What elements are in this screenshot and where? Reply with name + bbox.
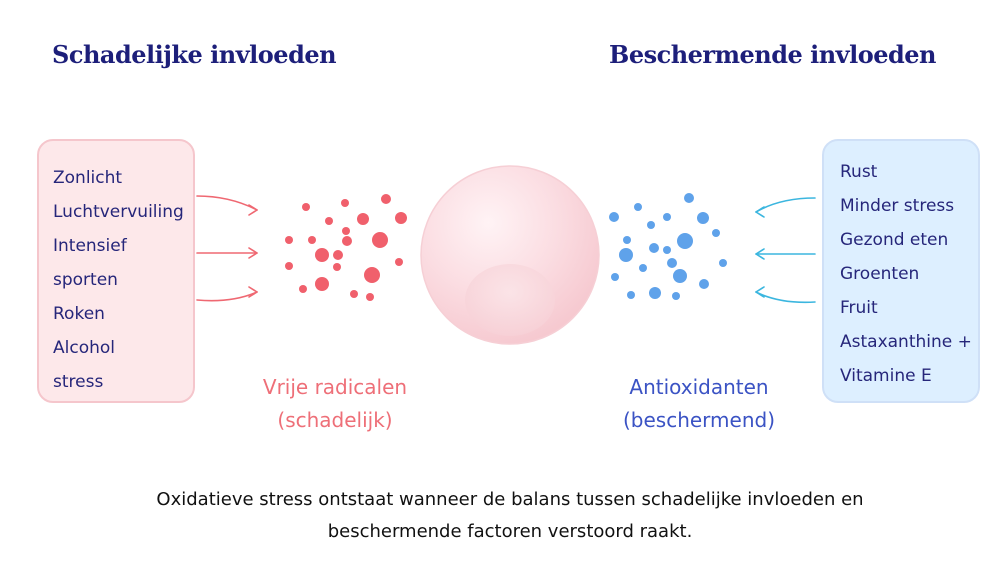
protective-heading: Beschermende invloeden <box>609 40 936 69</box>
harmful-factor: stress <box>53 372 104 392</box>
free-radical-particle <box>308 236 316 244</box>
antioxidants-label-line1: Antioxidanten <box>629 375 769 399</box>
harmful-factor: Alcohol <box>53 338 115 358</box>
free-radical-particle <box>342 236 352 246</box>
protective-arrow-icon <box>755 286 816 304</box>
protective-factor: Gezond eten <box>840 230 949 250</box>
antioxidant-particle <box>634 203 642 211</box>
free-radical-particle <box>381 194 391 204</box>
free-radical-particle <box>333 250 343 260</box>
antioxidant-particle <box>699 279 709 289</box>
protective-arrow-icon <box>755 248 816 260</box>
protective-factor: Groenten <box>840 264 920 284</box>
antioxidant-particle <box>611 273 619 281</box>
antioxidant-particle <box>684 193 694 203</box>
antioxidant-particle <box>649 243 659 253</box>
antioxidant-particle <box>649 287 661 299</box>
protective-factor: Minder stress <box>840 196 955 216</box>
harmful-arrow-icon <box>196 195 258 216</box>
antioxidant-particle <box>672 292 680 300</box>
caption-line1: Oxidatieve stress ontstaat wanneer de ba… <box>156 489 864 510</box>
free-radical-particle <box>395 258 403 266</box>
harmful-factor: sporten <box>53 270 118 290</box>
free-radical-particle <box>333 263 341 271</box>
harmful-arrow-icon <box>196 286 258 302</box>
antioxidant-particle <box>677 233 693 249</box>
free-radical-particle <box>299 285 307 293</box>
harmful-factor: Intensief <box>53 236 127 256</box>
protective-factor: Vitamine E <box>840 366 932 386</box>
free-radical-particle <box>325 217 333 225</box>
protective-factors-box: Rust Minder stress Gezond eten Groenten … <box>822 139 980 403</box>
free-radical-particle <box>357 213 369 225</box>
antioxidant-particle <box>627 291 635 299</box>
free-radicals-label-line1: Vrije radicalen <box>262 375 408 399</box>
harmful-factor: Roken <box>53 304 105 324</box>
antioxidant-particle <box>619 248 633 262</box>
harmful-heading: Schadelijke invloeden <box>52 40 337 69</box>
antioxidant-particle <box>609 212 619 222</box>
protective-factor: Fruit <box>840 298 878 318</box>
antioxidant-particle <box>719 259 727 267</box>
cell-icon <box>420 165 600 345</box>
free-radical-particle <box>342 227 350 235</box>
antioxidant-particle <box>673 269 687 283</box>
antioxidant-particle <box>639 264 647 272</box>
antioxidant-particle <box>663 213 671 221</box>
harmful-factor: Luchtvervuiling <box>53 202 184 222</box>
caption-line2: beschermende factoren verstoord raakt. <box>327 521 693 542</box>
free-radical-particle <box>315 248 329 262</box>
harmful-arrow-icon <box>196 247 258 259</box>
antioxidants-label-line2: (beschermend) <box>622 408 776 432</box>
harmful-factors-box: Zonlicht Luchtvervuiling Intensief sport… <box>37 139 195 403</box>
antioxidant-particle <box>623 236 631 244</box>
protective-factor: Rust <box>840 162 878 182</box>
harmful-factors-list: Zonlicht Luchtvervuiling Intensief sport… <box>53 161 193 399</box>
free-radical-particle <box>395 212 407 224</box>
harmful-factor: Zonlicht <box>53 168 123 188</box>
antioxidant-particle <box>647 221 655 229</box>
antioxidant-particle <box>667 258 677 268</box>
free-radical-particle <box>315 277 329 291</box>
free-radical-particle <box>366 293 374 301</box>
antioxidants-label: Antioxidanten (beschermend) <box>596 371 802 437</box>
free-radicals-label-line2: (schadelijk) <box>277 408 393 432</box>
free-radical-particle <box>341 199 349 207</box>
free-radical-particle <box>364 267 380 283</box>
antioxidant-particle <box>697 212 709 224</box>
free-radical-particle <box>350 290 358 298</box>
free-radical-particle <box>302 203 310 211</box>
free-radicals-label: Vrije radicalen (schadelijk) <box>232 371 438 437</box>
free-radical-particle <box>372 232 388 248</box>
antioxidant-particle <box>712 229 720 237</box>
antioxidant-particle <box>663 246 671 254</box>
caption: Oxidatieve stress ontstaat wanneer de ba… <box>100 484 920 548</box>
protective-arrow-icon <box>755 197 816 218</box>
free-radical-particle <box>285 236 293 244</box>
free-radical-particle <box>285 262 293 270</box>
protective-factors-list: Rust Minder stress Gezond eten Groenten … <box>840 155 978 393</box>
protective-factor: Astaxanthine + <box>840 332 972 352</box>
